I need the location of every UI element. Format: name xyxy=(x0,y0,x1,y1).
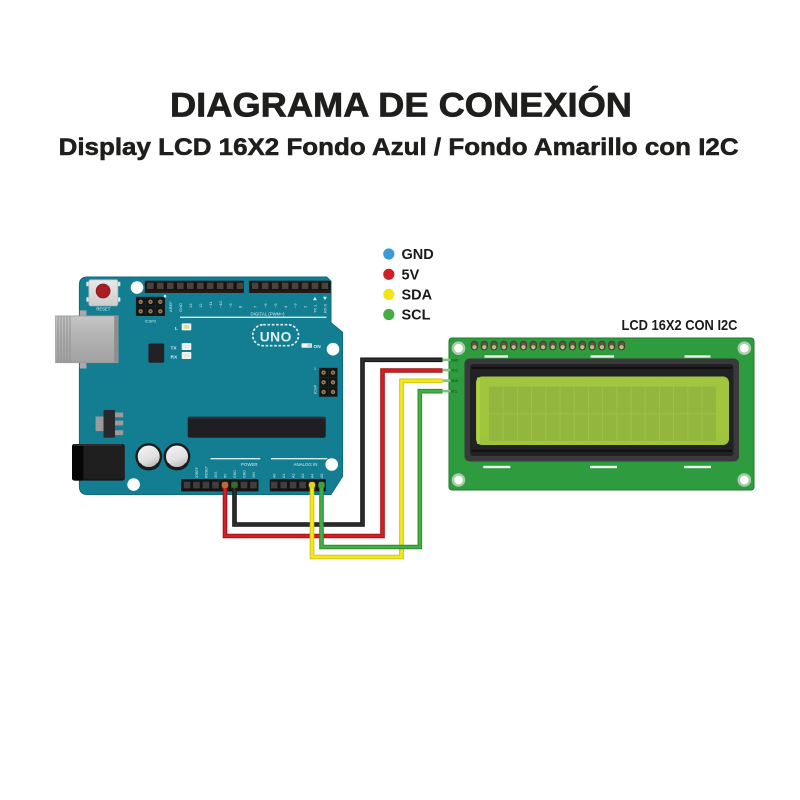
svg-text:8: 8 xyxy=(238,305,243,308)
svg-text:VCC: VCC xyxy=(451,369,459,373)
svg-text:7: 7 xyxy=(253,305,258,308)
svg-text:~10: ~10 xyxy=(218,300,223,308)
svg-text:RX: RX xyxy=(171,354,178,360)
svg-text:3V3: 3V3 xyxy=(214,472,218,478)
svg-text:A0: A0 xyxy=(273,474,277,478)
svg-text:ICSP2: ICSP2 xyxy=(145,319,157,324)
svg-text:RX 0: RX 0 xyxy=(323,303,328,313)
svg-text:TX 1: TX 1 xyxy=(313,304,318,313)
svg-text:Display LCD 16X2 Fondo Azul /: Display LCD 16X2 Fondo Azul / Fondo Amar… xyxy=(59,135,739,161)
svg-text:13: 13 xyxy=(188,303,193,308)
svg-text:RESET: RESET xyxy=(96,307,110,312)
svg-text:ANALOG IN: ANALOG IN xyxy=(294,462,318,467)
svg-text:12: 12 xyxy=(198,303,203,308)
svg-text:5V: 5V xyxy=(224,473,228,478)
svg-text:L: L xyxy=(175,326,178,332)
svg-text:A2: A2 xyxy=(292,474,296,478)
svg-text:A4: A4 xyxy=(311,474,315,478)
svg-text:GND: GND xyxy=(243,470,247,478)
svg-text:A5: A5 xyxy=(320,474,324,478)
svg-text:GND: GND xyxy=(233,470,237,478)
svg-text:IOREF: IOREF xyxy=(195,466,199,478)
svg-text:1: 1 xyxy=(314,367,316,371)
svg-text:A3: A3 xyxy=(301,474,305,478)
svg-text:POWER: POWER xyxy=(241,462,258,467)
svg-text:RESET: RESET xyxy=(205,465,209,478)
svg-text:~11: ~11 xyxy=(208,301,213,308)
svg-text:UNO: UNO xyxy=(260,329,292,344)
svg-text:GND: GND xyxy=(402,247,434,263)
svg-text:~9: ~9 xyxy=(228,303,233,308)
svg-text:~3: ~3 xyxy=(293,303,298,308)
svg-text:TX: TX xyxy=(171,345,178,351)
svg-text:ICSP: ICSP xyxy=(312,384,317,394)
svg-text:A1: A1 xyxy=(282,474,286,478)
svg-text:ON: ON xyxy=(314,344,322,350)
svg-text:2: 2 xyxy=(303,305,308,308)
svg-text:SDA: SDA xyxy=(451,379,459,383)
svg-text:~6: ~6 xyxy=(263,303,268,308)
svg-text:SCL: SCL xyxy=(451,390,458,394)
svg-text:LCD 16X2 CON I2C: LCD 16X2 CON I2C xyxy=(622,317,738,334)
svg-text:AREF: AREF xyxy=(168,301,173,312)
svg-text:GND: GND xyxy=(178,303,183,312)
svg-text:~5: ~5 xyxy=(273,303,278,308)
svg-text:GND: GND xyxy=(451,358,459,362)
svg-text:SCL: SCL xyxy=(402,308,431,324)
svg-text:5V: 5V xyxy=(402,267,420,283)
svg-text:DIAGRAMA DE CONEXIÓN: DIAGRAMA DE CONEXIÓN xyxy=(170,87,632,125)
svg-text:4: 4 xyxy=(283,305,288,308)
svg-text:VIN: VIN xyxy=(252,472,256,478)
svg-text:DIGITAL (PWM~): DIGITAL (PWM~) xyxy=(250,311,285,316)
svg-text:SDA: SDA xyxy=(402,287,433,303)
